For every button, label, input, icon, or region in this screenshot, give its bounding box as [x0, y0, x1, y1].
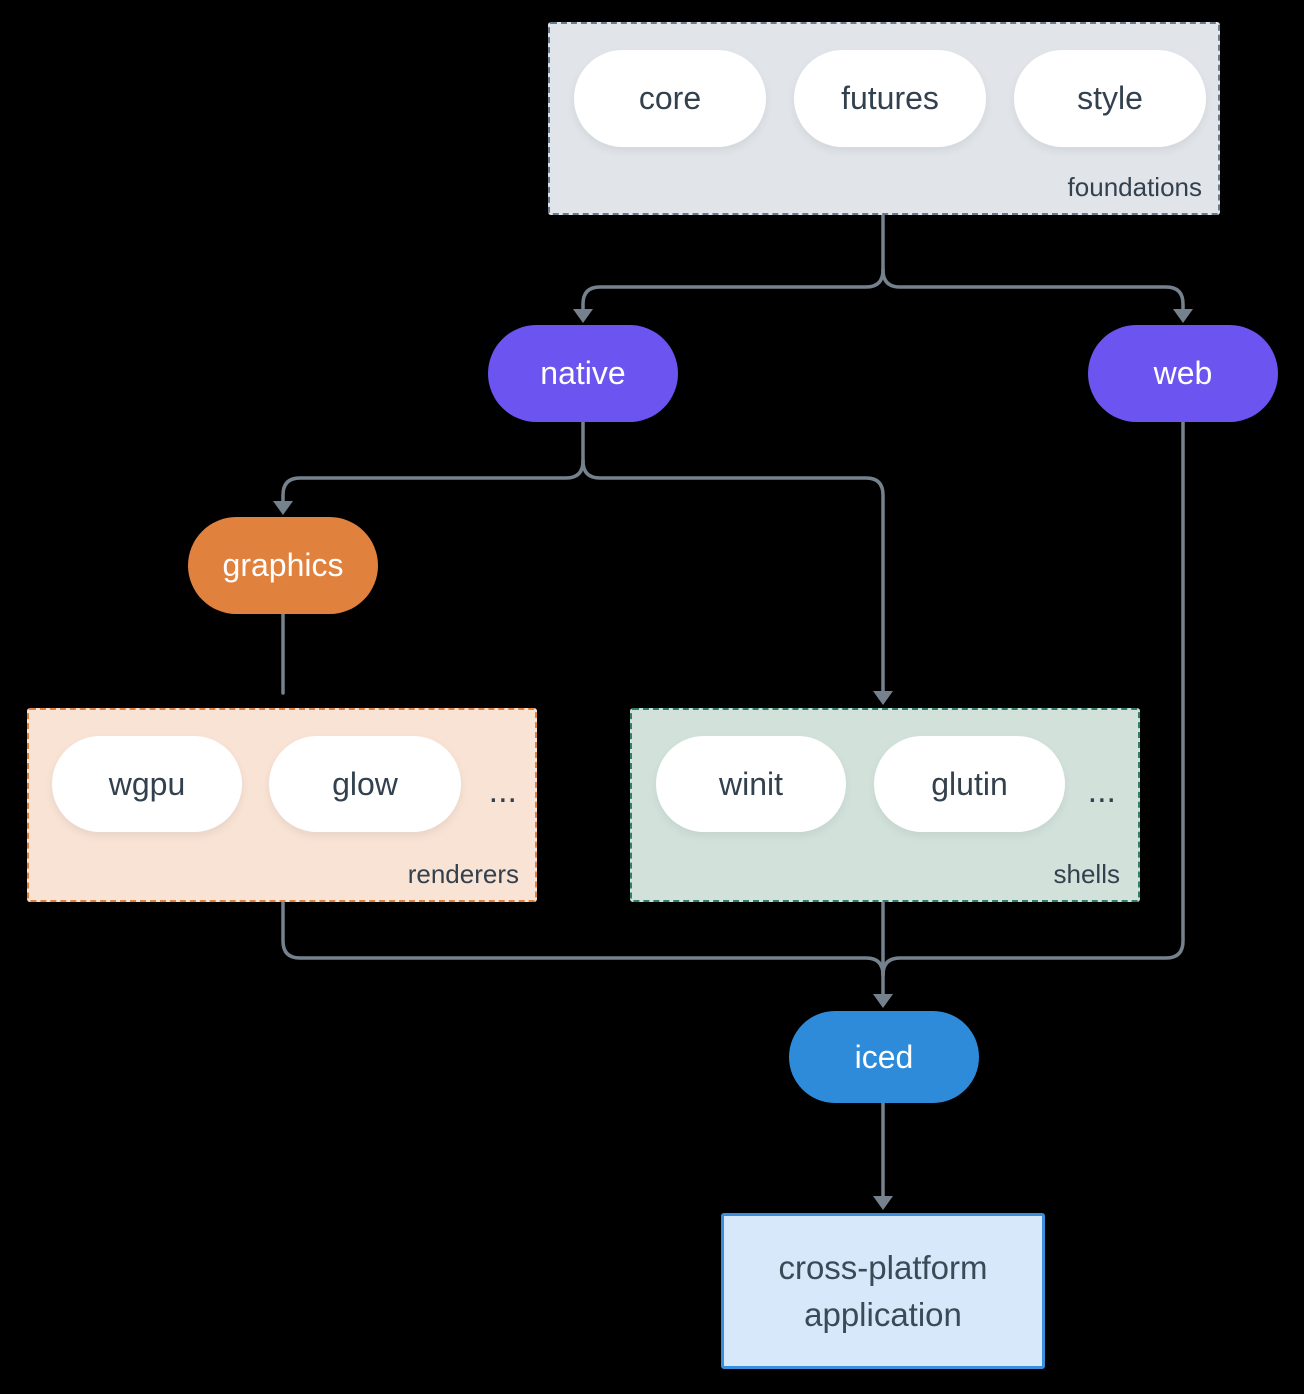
node-iced: iced: [789, 1011, 979, 1103]
node-native-label: native: [540, 355, 626, 391]
arrowhead-shells: [873, 691, 893, 705]
node-winit: winit: [656, 736, 846, 832]
node-wgpu-label: wgpu: [108, 765, 186, 802]
node-style-label: style: [1077, 80, 1143, 116]
node-glow: glow: [269, 736, 461, 832]
renderers-ellipsis: ...: [488, 772, 517, 810]
renderers-group: wgpu glow ... renderers: [27, 708, 537, 902]
node-futures: futures: [794, 50, 986, 147]
arrowhead-graphics: [273, 501, 293, 515]
arrowhead-iced: [873, 994, 893, 1008]
application-label-line2: application: [804, 1296, 962, 1333]
node-core: core: [574, 50, 766, 147]
node-graphics-label: graphics: [222, 547, 344, 583]
node-application: cross-platform application: [721, 1213, 1045, 1369]
shells-ellipsis: ...: [1087, 772, 1116, 810]
shells-group-label: shells: [1053, 859, 1120, 889]
arrowhead-web: [1173, 309, 1193, 323]
edge-foundations-web: [881, 268, 1185, 313]
edge-native-shells: [581, 459, 885, 695]
edge-foundations-native: [581, 268, 885, 313]
node-futures-label: futures: [841, 80, 939, 116]
node-iced-label: iced: [854, 1038, 914, 1075]
edge-renderers-iced: [281, 900, 885, 977]
foundations-group-label: foundations: [1067, 172, 1202, 202]
application-label-line1: cross-platform: [778, 1249, 988, 1286]
node-style: style: [1014, 50, 1206, 147]
node-core-label: core: [638, 80, 702, 116]
node-glutin: glutin: [874, 736, 1065, 832]
node-graphics: graphics: [188, 517, 378, 614]
node-winit-label: winit: [718, 765, 783, 802]
renderers-group-label: renderers: [407, 859, 519, 889]
node-native: native: [488, 325, 678, 422]
node-wgpu: wgpu: [52, 736, 242, 832]
edge-web-iced: [881, 420, 1185, 977]
shells-group: winit glutin ... shells: [630, 708, 1140, 902]
arrowhead-application: [873, 1196, 893, 1210]
node-web: web: [1088, 325, 1278, 422]
foundations-group: core futures style foundations: [548, 22, 1220, 215]
node-web-label: web: [1153, 355, 1213, 391]
node-glutin-label: glutin: [931, 765, 1008, 802]
edge-native-graphics: [281, 459, 585, 505]
node-glow-label: glow: [332, 765, 398, 802]
arrowhead-native: [573, 309, 593, 323]
